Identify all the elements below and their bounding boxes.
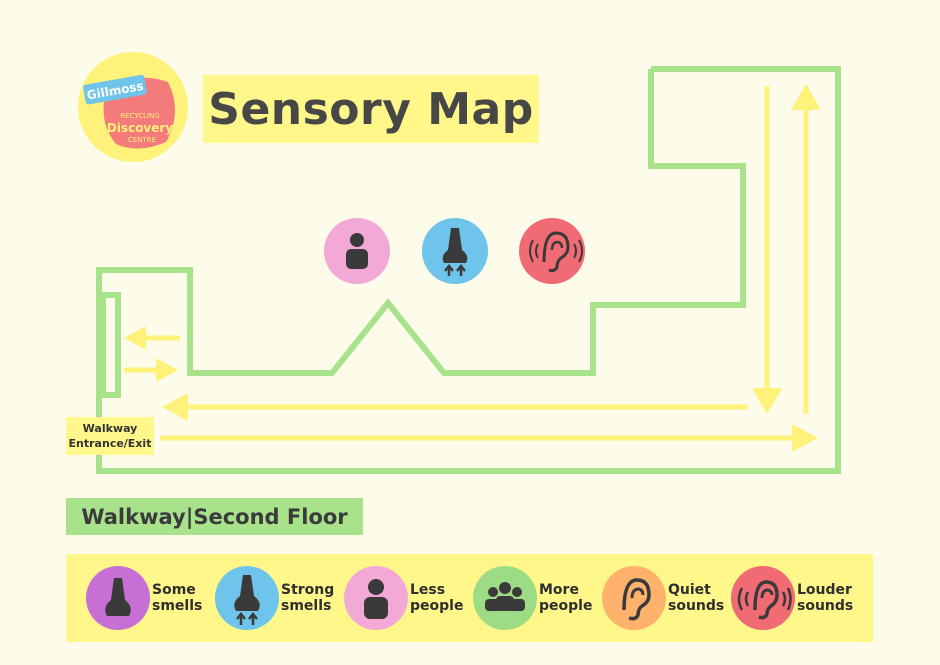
title-banner: Sensory Map	[203, 75, 539, 143]
entrance-door	[100, 292, 121, 398]
less-people-icon	[324, 218, 390, 284]
route-arrows	[124, 84, 821, 452]
arrow-right-entrance	[124, 358, 178, 382]
arrow-up	[791, 84, 821, 414]
ear-icon	[602, 566, 666, 630]
entrance-label: Walkway Entrance/Exit	[66, 417, 154, 455]
strong-smells-icon	[422, 218, 488, 284]
entrance-label-line1: Walkway	[82, 422, 138, 435]
arrow-left-entrance	[124, 326, 180, 350]
ear-waves-icon	[731, 566, 795, 630]
logo-line1: RECYCLING	[120, 112, 159, 120]
arrow-down	[752, 86, 782, 414]
entrance-label-line2: Entrance/Exit	[68, 437, 152, 450]
nose-arrows-icon	[215, 566, 279, 630]
group-icon	[473, 566, 537, 630]
logo-line3: CENTRE	[128, 136, 156, 144]
floor-label-text: Walkway|Second Floor	[81, 504, 348, 529]
floor-label: Walkway|Second Floor	[66, 498, 363, 535]
arrow-left-lower-walkway	[162, 393, 748, 421]
logo-line2: Discovery	[107, 121, 173, 135]
walkway-outline	[96, 66, 841, 474]
page-title: Sensory Map	[208, 83, 534, 135]
gillmoss-logo: Gillmoss RECYCLING Discovery CENTRE	[78, 52, 188, 162]
nose-icon	[86, 566, 150, 630]
person-icon	[344, 566, 408, 630]
louder-sounds-icon	[519, 218, 585, 284]
arrow-right-lower-walkway	[160, 424, 818, 452]
